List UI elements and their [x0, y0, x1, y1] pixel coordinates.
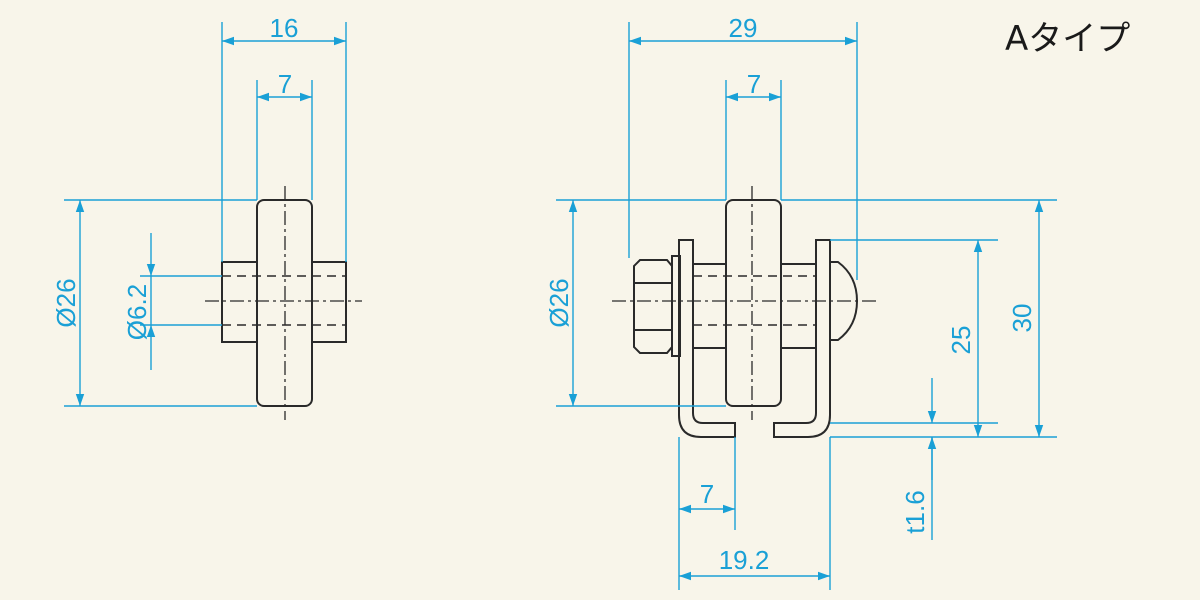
right-dim-192-label: 19.2 — [719, 545, 770, 575]
right-bracket-right — [773, 239, 831, 438]
left-shaft-outline — [221, 261, 347, 343]
left-dim-7-label: 7 — [278, 69, 292, 99]
right-dim-25-label: 25 — [946, 326, 976, 355]
right-view: 29 7 Ø26 30 25 t1.6 7 19.2 — [544, 13, 1057, 590]
right-bracket-left — [678, 239, 736, 438]
right-dim-7b-label: 7 — [700, 479, 714, 509]
left-dim-16-label: 16 — [270, 13, 299, 43]
right-dim-7-label: 7 — [747, 69, 761, 99]
right-dim-t16-label: t1.6 — [900, 490, 930, 533]
right-hex-nut — [633, 259, 673, 354]
right-dim-30-label: 30 — [1007, 304, 1037, 333]
left-dim-d62-label: Ø6.2 — [122, 284, 152, 340]
right-dim-d26-label: Ø26 — [544, 278, 574, 327]
right-shaft-outline — [693, 263, 816, 349]
right-dim-29-label: 29 — [729, 13, 758, 43]
left-dim-d26-label: Ø26 — [51, 278, 81, 327]
drawing-title: Aタイプ — [1005, 19, 1130, 59]
left-view: 16 7 Ø26 Ø6.2 — [51, 13, 362, 420]
right-roller-outline — [725, 199, 782, 407]
